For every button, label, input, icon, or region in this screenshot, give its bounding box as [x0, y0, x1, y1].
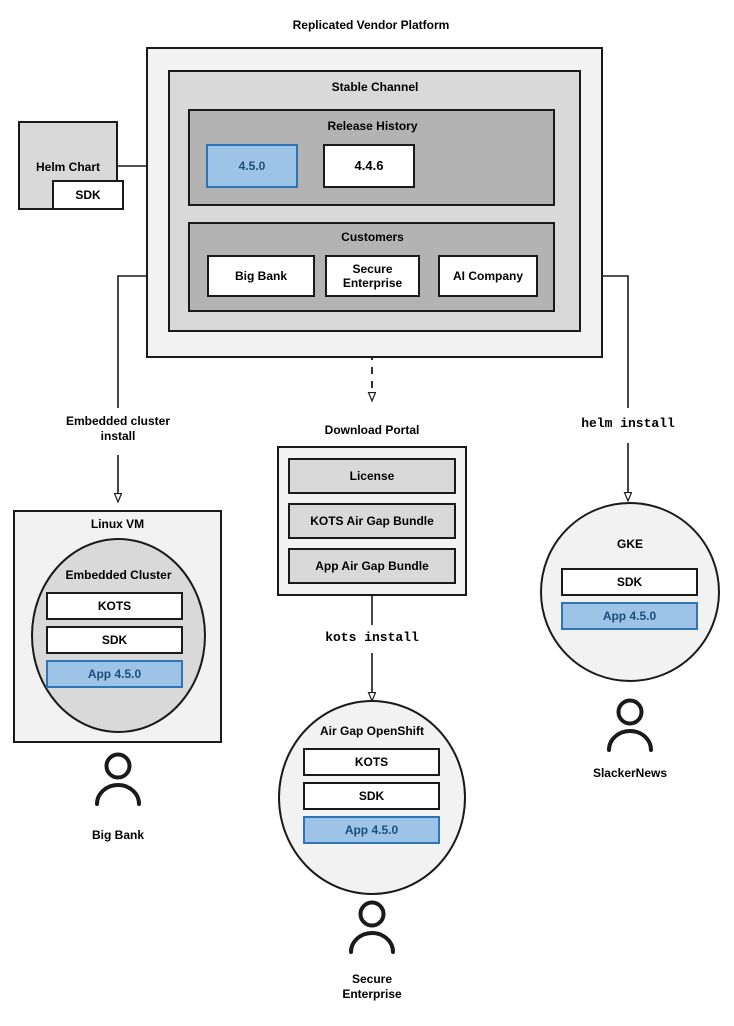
linux-vm-component-kots[interactable]: KOTS — [46, 592, 183, 620]
release-4-4-6[interactable]: 4.4.6 — [323, 144, 415, 188]
customer-ai-company[interactable]: AI Company — [438, 255, 538, 297]
label-kots-install: kots install — [325, 630, 419, 645]
customer-label-secure-enterprise: Secure Enterprise — [342, 972, 402, 1002]
linux-vm-title: Linux VM — [90, 517, 145, 531]
customers-title: Customers — [341, 230, 404, 244]
customer-label-big-bank: Big Bank — [91, 828, 144, 842]
customer-secure-enterprise[interactable]: Secure Enterprise — [325, 255, 420, 297]
label-helm-install: helm install — [581, 416, 675, 431]
person-icon-big-bank — [95, 752, 141, 806]
customer-big-bank[interactable]: Big Bank — [207, 255, 315, 297]
gke-component-sdk[interactable]: SDK — [561, 568, 698, 596]
person-icon-slackernews — [607, 698, 653, 752]
portal-artifact-kots-airgap-bundle[interactable]: KOTS Air Gap Bundle — [288, 503, 456, 539]
gke-title: GKE — [616, 537, 643, 551]
stable-channel-title: Stable Channel — [331, 80, 419, 94]
customer-label-slackernews: SlackerNews — [592, 766, 668, 780]
airgap-component-kots[interactable]: KOTS — [303, 748, 440, 776]
linux-vm-component-sdk[interactable]: SDK — [46, 626, 183, 654]
gke-component-app[interactable]: App 4.5.0 — [561, 602, 698, 630]
airgap-component-app[interactable]: App 4.5.0 — [303, 816, 440, 844]
linux-vm-component-app[interactable]: App 4.5.0 — [46, 660, 183, 688]
person-icon-secure-enterprise — [349, 900, 395, 954]
release-history-title: Release History — [327, 119, 418, 133]
helm-chart-label: Helm Chart — [35, 160, 100, 174]
helm-chart-sdk-box[interactable]: SDK — [52, 180, 124, 210]
download-portal-title: Download Portal — [324, 423, 420, 437]
page-title: Replicated Vendor Platform — [292, 18, 450, 32]
portal-artifact-license[interactable]: License — [288, 458, 456, 494]
portal-artifact-app-airgap-bundle[interactable]: App Air Gap Bundle — [288, 548, 456, 584]
embedded-cluster-title: Embedded Cluster — [65, 568, 172, 582]
label-embedded-cluster-install: Embedded cluster install — [65, 414, 171, 444]
airgap-component-sdk[interactable]: SDK — [303, 782, 440, 810]
airgap-openshift-title: Air Gap OpenShift — [319, 724, 424, 738]
release-4-5-0[interactable]: 4.5.0 — [206, 144, 298, 188]
